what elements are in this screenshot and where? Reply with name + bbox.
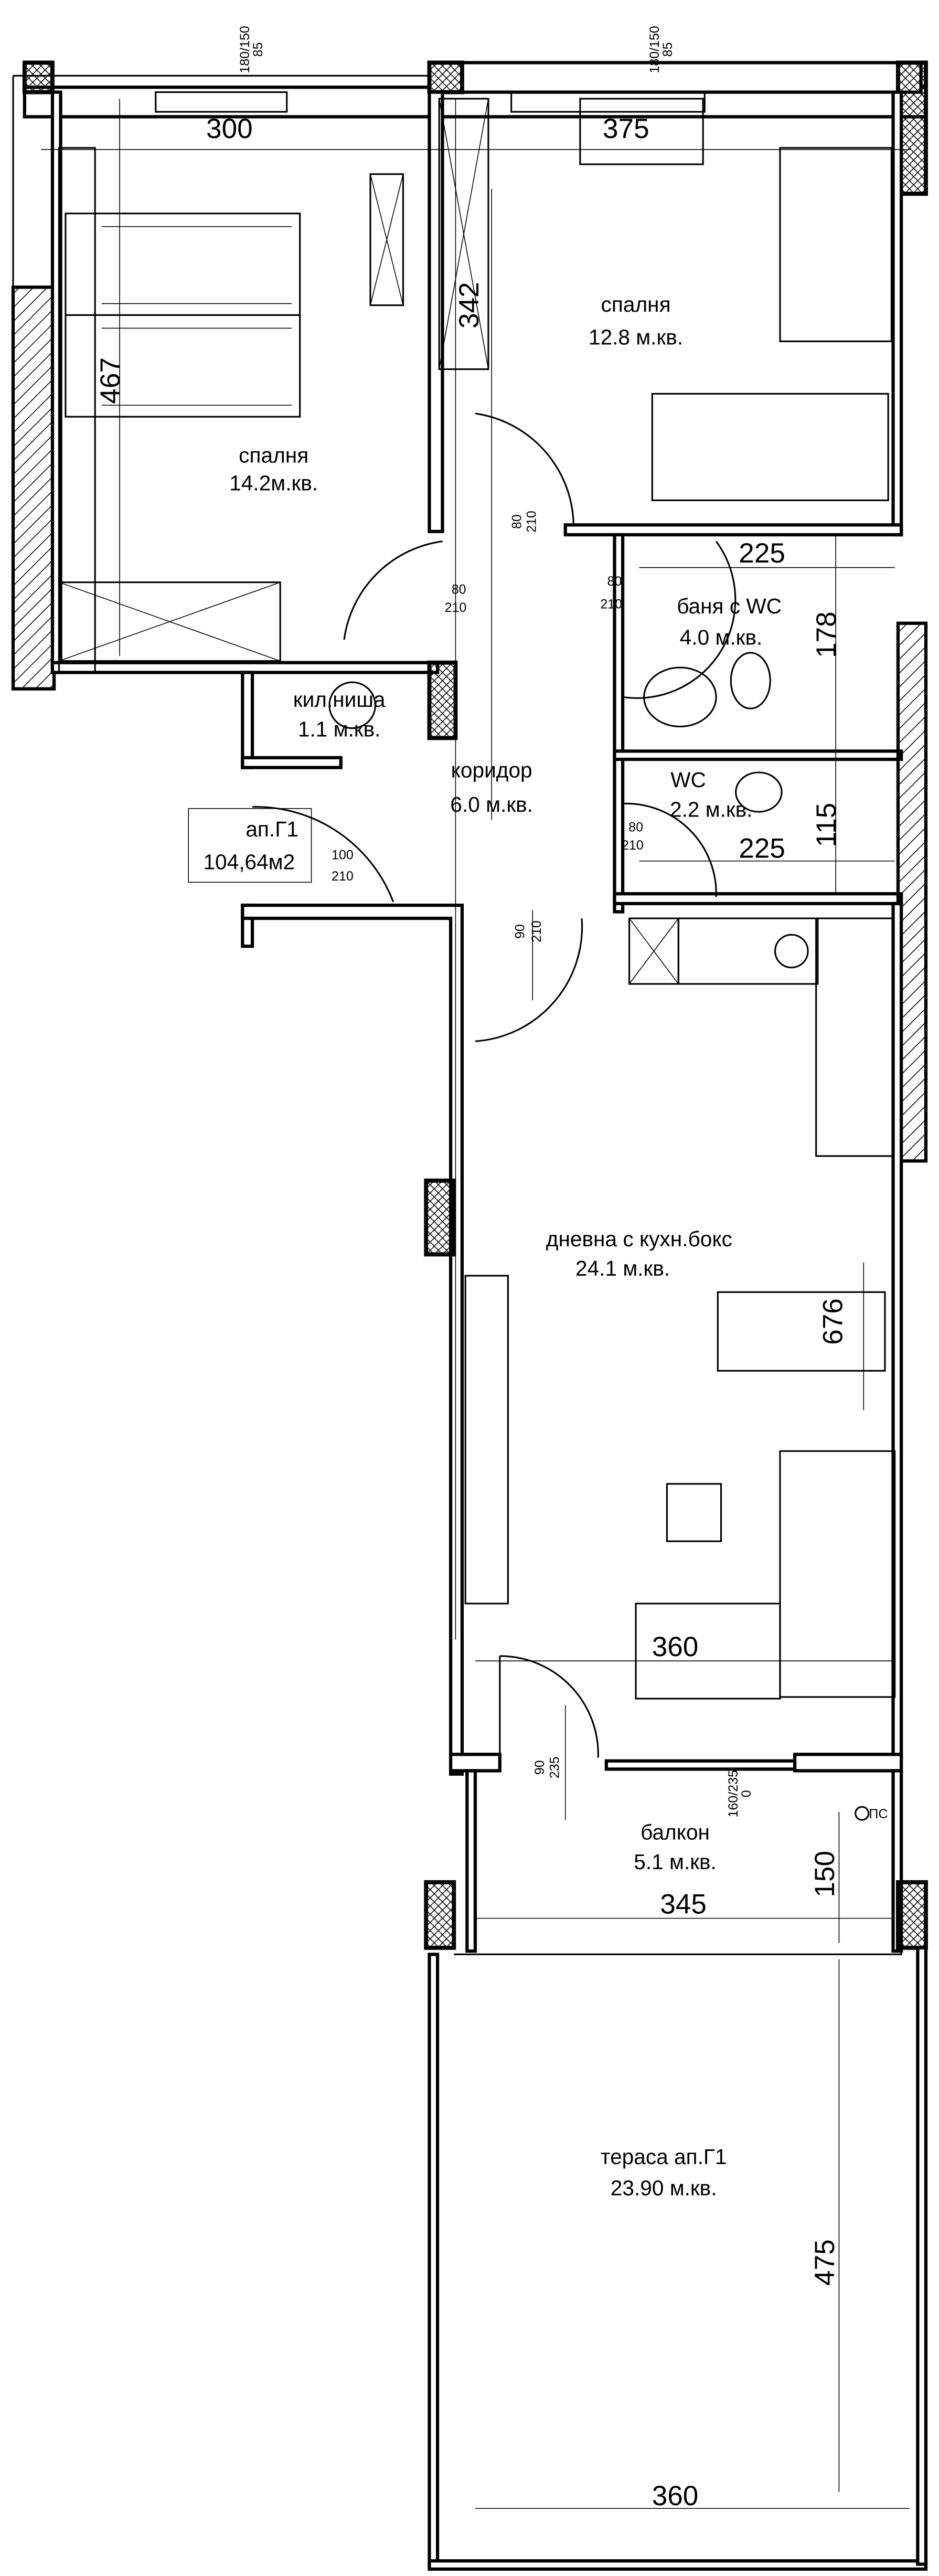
room-area-bedroom2: 12.8 м.кв.: [589, 325, 683, 349]
svg-text:90: 90: [532, 1760, 547, 1775]
dim-360-terrace: 360: [652, 2480, 699, 2511]
opening-door-living: 90 210: [513, 920, 544, 942]
room-name-closet: кил.ниша: [293, 687, 386, 712]
room-area-balcony: 5.1 м.кв.: [634, 1850, 717, 1874]
svg-text:90: 90: [513, 924, 528, 939]
opening-door-entry: 100 210: [332, 848, 354, 884]
room-name-corridor: коридор: [451, 758, 532, 782]
room-name-bedroom1: спалня: [239, 443, 308, 468]
room-area-living: 24.1 м.кв.: [575, 1256, 670, 1280]
opening-window-2: 180/150 85: [647, 26, 675, 73]
apartment-area: 104,64м2: [203, 850, 295, 874]
svg-text:80: 80: [628, 820, 643, 834]
apartment-label: ап.Г1 104,64м2: [188, 808, 312, 883]
column: [427, 660, 458, 740]
dim-345: 345: [660, 1889, 707, 1920]
room-name-terrace: тераса ап.Г1: [601, 2145, 727, 2169]
room-area-corridor: 6.0 м.кв.: [450, 792, 533, 817]
svg-text:210: 210: [332, 869, 354, 884]
opening-door-bedroom2: 80 210: [509, 511, 539, 533]
dim-225-bath: 225: [739, 538, 785, 569]
dim-178: 178: [811, 611, 842, 658]
dim-342: 342: [454, 282, 485, 328]
svg-text:235: 235: [547, 1756, 562, 1778]
svg-text:80: 80: [452, 582, 466, 597]
dim-115: 115: [811, 803, 842, 847]
opening-door-wc: 80 210: [622, 820, 644, 852]
column: [427, 60, 464, 94]
svg-text:80: 80: [607, 574, 622, 589]
apartment-name: ап.Г1: [246, 817, 298, 841]
furniture: [58, 98, 896, 1700]
svg-text:180/150: 180/150: [238, 26, 252, 73]
room-area-wc: 2.2 м.кв.: [670, 797, 753, 821]
column: [424, 1880, 456, 1950]
dim-360-living: 360: [652, 1631, 699, 1662]
column: [424, 1178, 456, 1257]
room-area-terrace: 23.90 м.кв.: [611, 2176, 717, 2200]
dim-475: 475: [809, 2239, 840, 2286]
opening-door-balcony: 90 235: [532, 1756, 562, 1778]
svg-text:80: 80: [509, 514, 524, 529]
dim-225-wc: 225: [739, 833, 785, 864]
svg-text:210: 210: [600, 597, 622, 612]
opening-door-bathroom: 80 210: [600, 574, 622, 612]
room-area-closet: 1.1 м.кв.: [298, 717, 381, 741]
room-name-wc: WC: [670, 768, 706, 792]
svg-text:160/235: 160/235: [726, 1770, 741, 1817]
hatched-wall-left: [11, 285, 56, 691]
svg-text:210: 210: [525, 511, 539, 533]
walls: [11, 60, 928, 2571]
dim-676: 676: [818, 1298, 849, 1345]
shaft-marker: ПС: [855, 1806, 888, 1821]
dim-375: 375: [603, 113, 649, 144]
room-area-bedroom1: 14.2м.кв.: [229, 471, 318, 495]
svg-text:0: 0: [739, 1790, 754, 1797]
dim-467: 467: [95, 357, 126, 404]
room-name-balcony: балкон: [641, 1820, 710, 1844]
opening-door-bedroom1: 80 210: [445, 582, 467, 615]
dim-150: 150: [809, 1851, 840, 1897]
opening-window-balcony: 160/235 0: [726, 1770, 754, 1817]
room-name-living: дневна с кухн.бокс: [546, 1227, 732, 1251]
dim-300: 300: [206, 113, 253, 144]
svg-text:180/150: 180/150: [647, 26, 662, 73]
door-swings: [252, 412, 737, 1758]
svg-text:210: 210: [622, 838, 644, 853]
column: [895, 1880, 928, 1950]
svg-text:85: 85: [660, 42, 675, 57]
dimension-lines: [41, 99, 911, 2509]
svg-text:100: 100: [332, 848, 354, 863]
svg-text:210: 210: [529, 920, 544, 942]
svg-text:85: 85: [251, 42, 265, 57]
room-name-bathroom: баня с WC: [677, 594, 782, 618]
svg-text:210: 210: [445, 600, 467, 615]
column: [22, 60, 55, 94]
room-name-bedroom2: спалня: [601, 292, 671, 316]
svg-text:ПС: ПС: [869, 1807, 888, 1821]
opening-window-1: 180/150 85: [238, 26, 265, 73]
room-area-bathroom: 4.0 м.кв.: [680, 625, 763, 649]
